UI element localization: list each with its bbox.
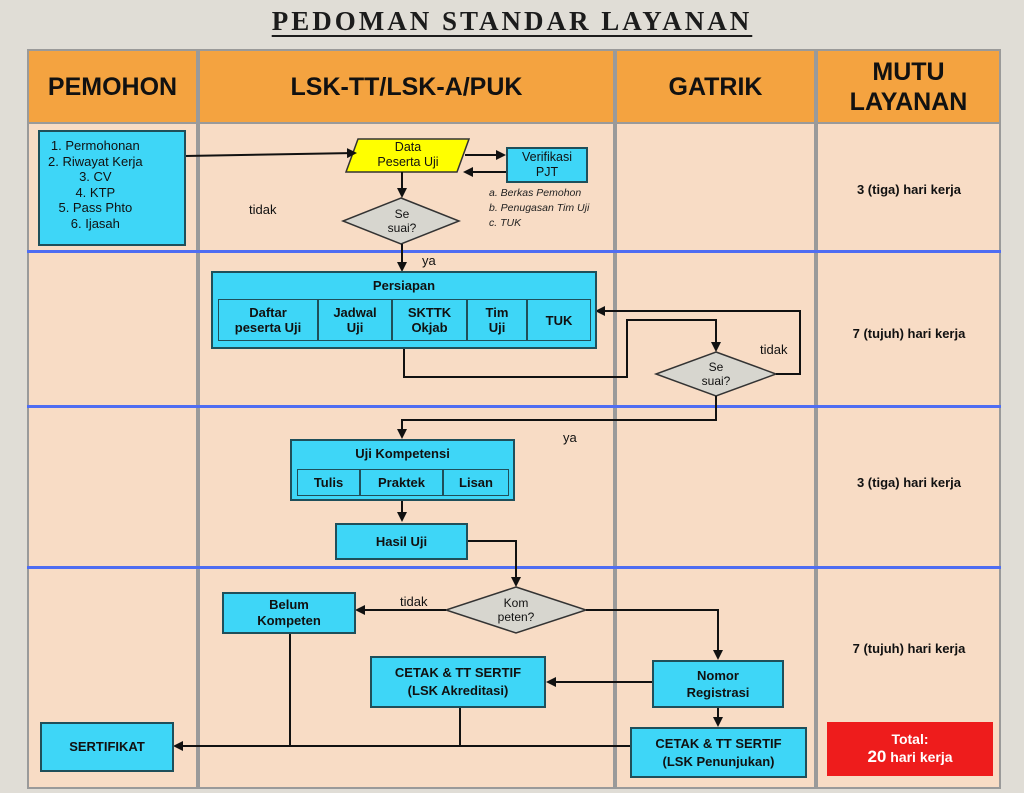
kompeten-shape: [443, 586, 589, 634]
header-gatrik: GATRIK: [617, 51, 814, 122]
lane-divider: [816, 49, 818, 789]
label-tidak-1: tidak: [249, 202, 277, 217]
label-ya-1: ya: [422, 253, 436, 268]
list-item: 2. Riwayat Kerja: [48, 153, 143, 169]
sertifikat-node: SERTIFIKAT: [40, 722, 174, 772]
lane-divider: [27, 49, 29, 789]
list-item: 5. Pass Phto: [58, 200, 133, 215]
list-item: 1. Permohonan: [50, 138, 140, 153]
list-item: 6. Ijasah: [70, 215, 120, 231]
lane-divider: [196, 49, 198, 789]
cetak-akreditasi-node: CETAK & TT SERTIF(LSK Akreditasi): [370, 656, 546, 708]
uji-cell-praktek: Praktek: [360, 469, 443, 496]
lane-divider: [814, 49, 816, 789]
mutu-phase-2: 7 (tujuh) hari kerja: [852, 326, 966, 341]
label-ya-2: ya: [563, 430, 577, 445]
total-badge: Total: 20 hari kerja: [827, 722, 993, 776]
lane-mutu-bg: [818, 124, 999, 787]
persiapan-cell-tuk: TUK: [527, 299, 591, 341]
requirements-list: 1. Permohonan 2. Riwayat Kerja 3. CV 4. …: [48, 138, 143, 231]
uji-cell-lisan: Lisan: [443, 469, 509, 496]
mutu-phase-4: 7 (tujuh) hari kerja: [852, 641, 966, 656]
lane-divider: [999, 49, 1001, 789]
total-value: 20: [867, 747, 887, 766]
phase-divider-1: [27, 250, 1001, 253]
header-pemohon: PEMOHON: [29, 51, 196, 122]
frame-top: [27, 49, 1001, 51]
list-item: 4. KTP: [75, 184, 116, 200]
mutu-phase-1: 3 (tiga) hari kerja: [856, 182, 962, 197]
page-title: PEDOMAN STANDAR LAYANAN: [271, 6, 753, 36]
header-divider: [27, 122, 1001, 124]
phase-divider-3: [27, 566, 1001, 569]
total-unit: hari kerja: [890, 749, 953, 765]
mutu-phase-3: 3 (tiga) hari kerja: [856, 475, 962, 490]
requirements-box: 1. Permohonan 2. Riwayat Kerja 3. CV 4. …: [38, 130, 186, 246]
label-tidak-3: tidak: [400, 594, 428, 609]
total-label: Total:: [891, 731, 929, 747]
uji-cell-tulis: Tulis: [297, 469, 360, 496]
frame-bottom: [27, 787, 1001, 789]
phase-divider-2: [27, 405, 1001, 408]
label-tidak-2: tidak: [760, 342, 788, 357]
list-item: 3. CV: [79, 169, 112, 184]
header-lsk: LSK-TT/LSK-A/PUK: [200, 51, 613, 122]
lane-divider: [198, 49, 200, 789]
data-peserta-shape: [344, 138, 471, 173]
cetak-penunjukan-node: CETAK & TT SERTIF(LSK Penunjukan): [630, 727, 807, 778]
hasil-uji-node: Hasil Uji: [335, 523, 468, 560]
